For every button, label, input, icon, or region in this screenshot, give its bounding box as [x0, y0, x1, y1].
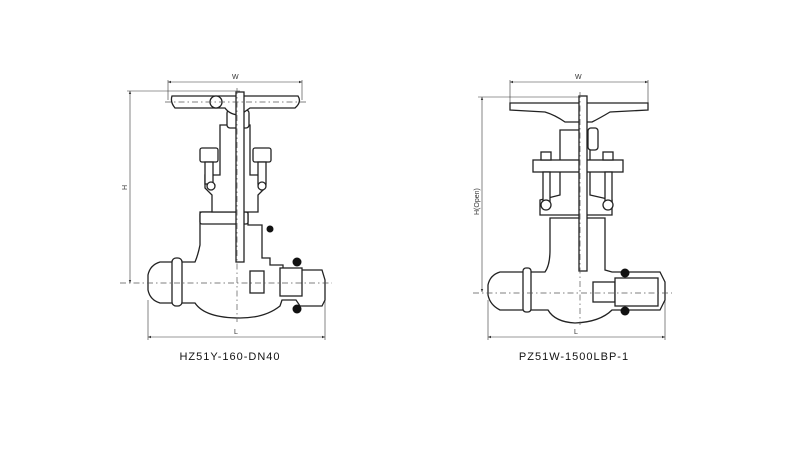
width-label: W	[575, 74, 582, 81]
valve-drawing-hz51y: W H L	[120, 74, 332, 340]
model-label-left: HZ51Y-160-DN40	[179, 351, 281, 363]
height-label: H(Open)	[474, 188, 481, 215]
length-label: L	[234, 329, 238, 336]
valve-drawing-pz51w: W H(Open) L	[473, 74, 672, 340]
height-label: H	[122, 185, 129, 190]
length-label: L	[574, 329, 578, 336]
width-label: W	[232, 74, 239, 81]
stem	[578, 95, 588, 272]
model-label-right: PZ51W-1500LBP-1	[518, 351, 630, 363]
stem	[235, 91, 245, 263]
valve-body	[487, 217, 666, 324]
